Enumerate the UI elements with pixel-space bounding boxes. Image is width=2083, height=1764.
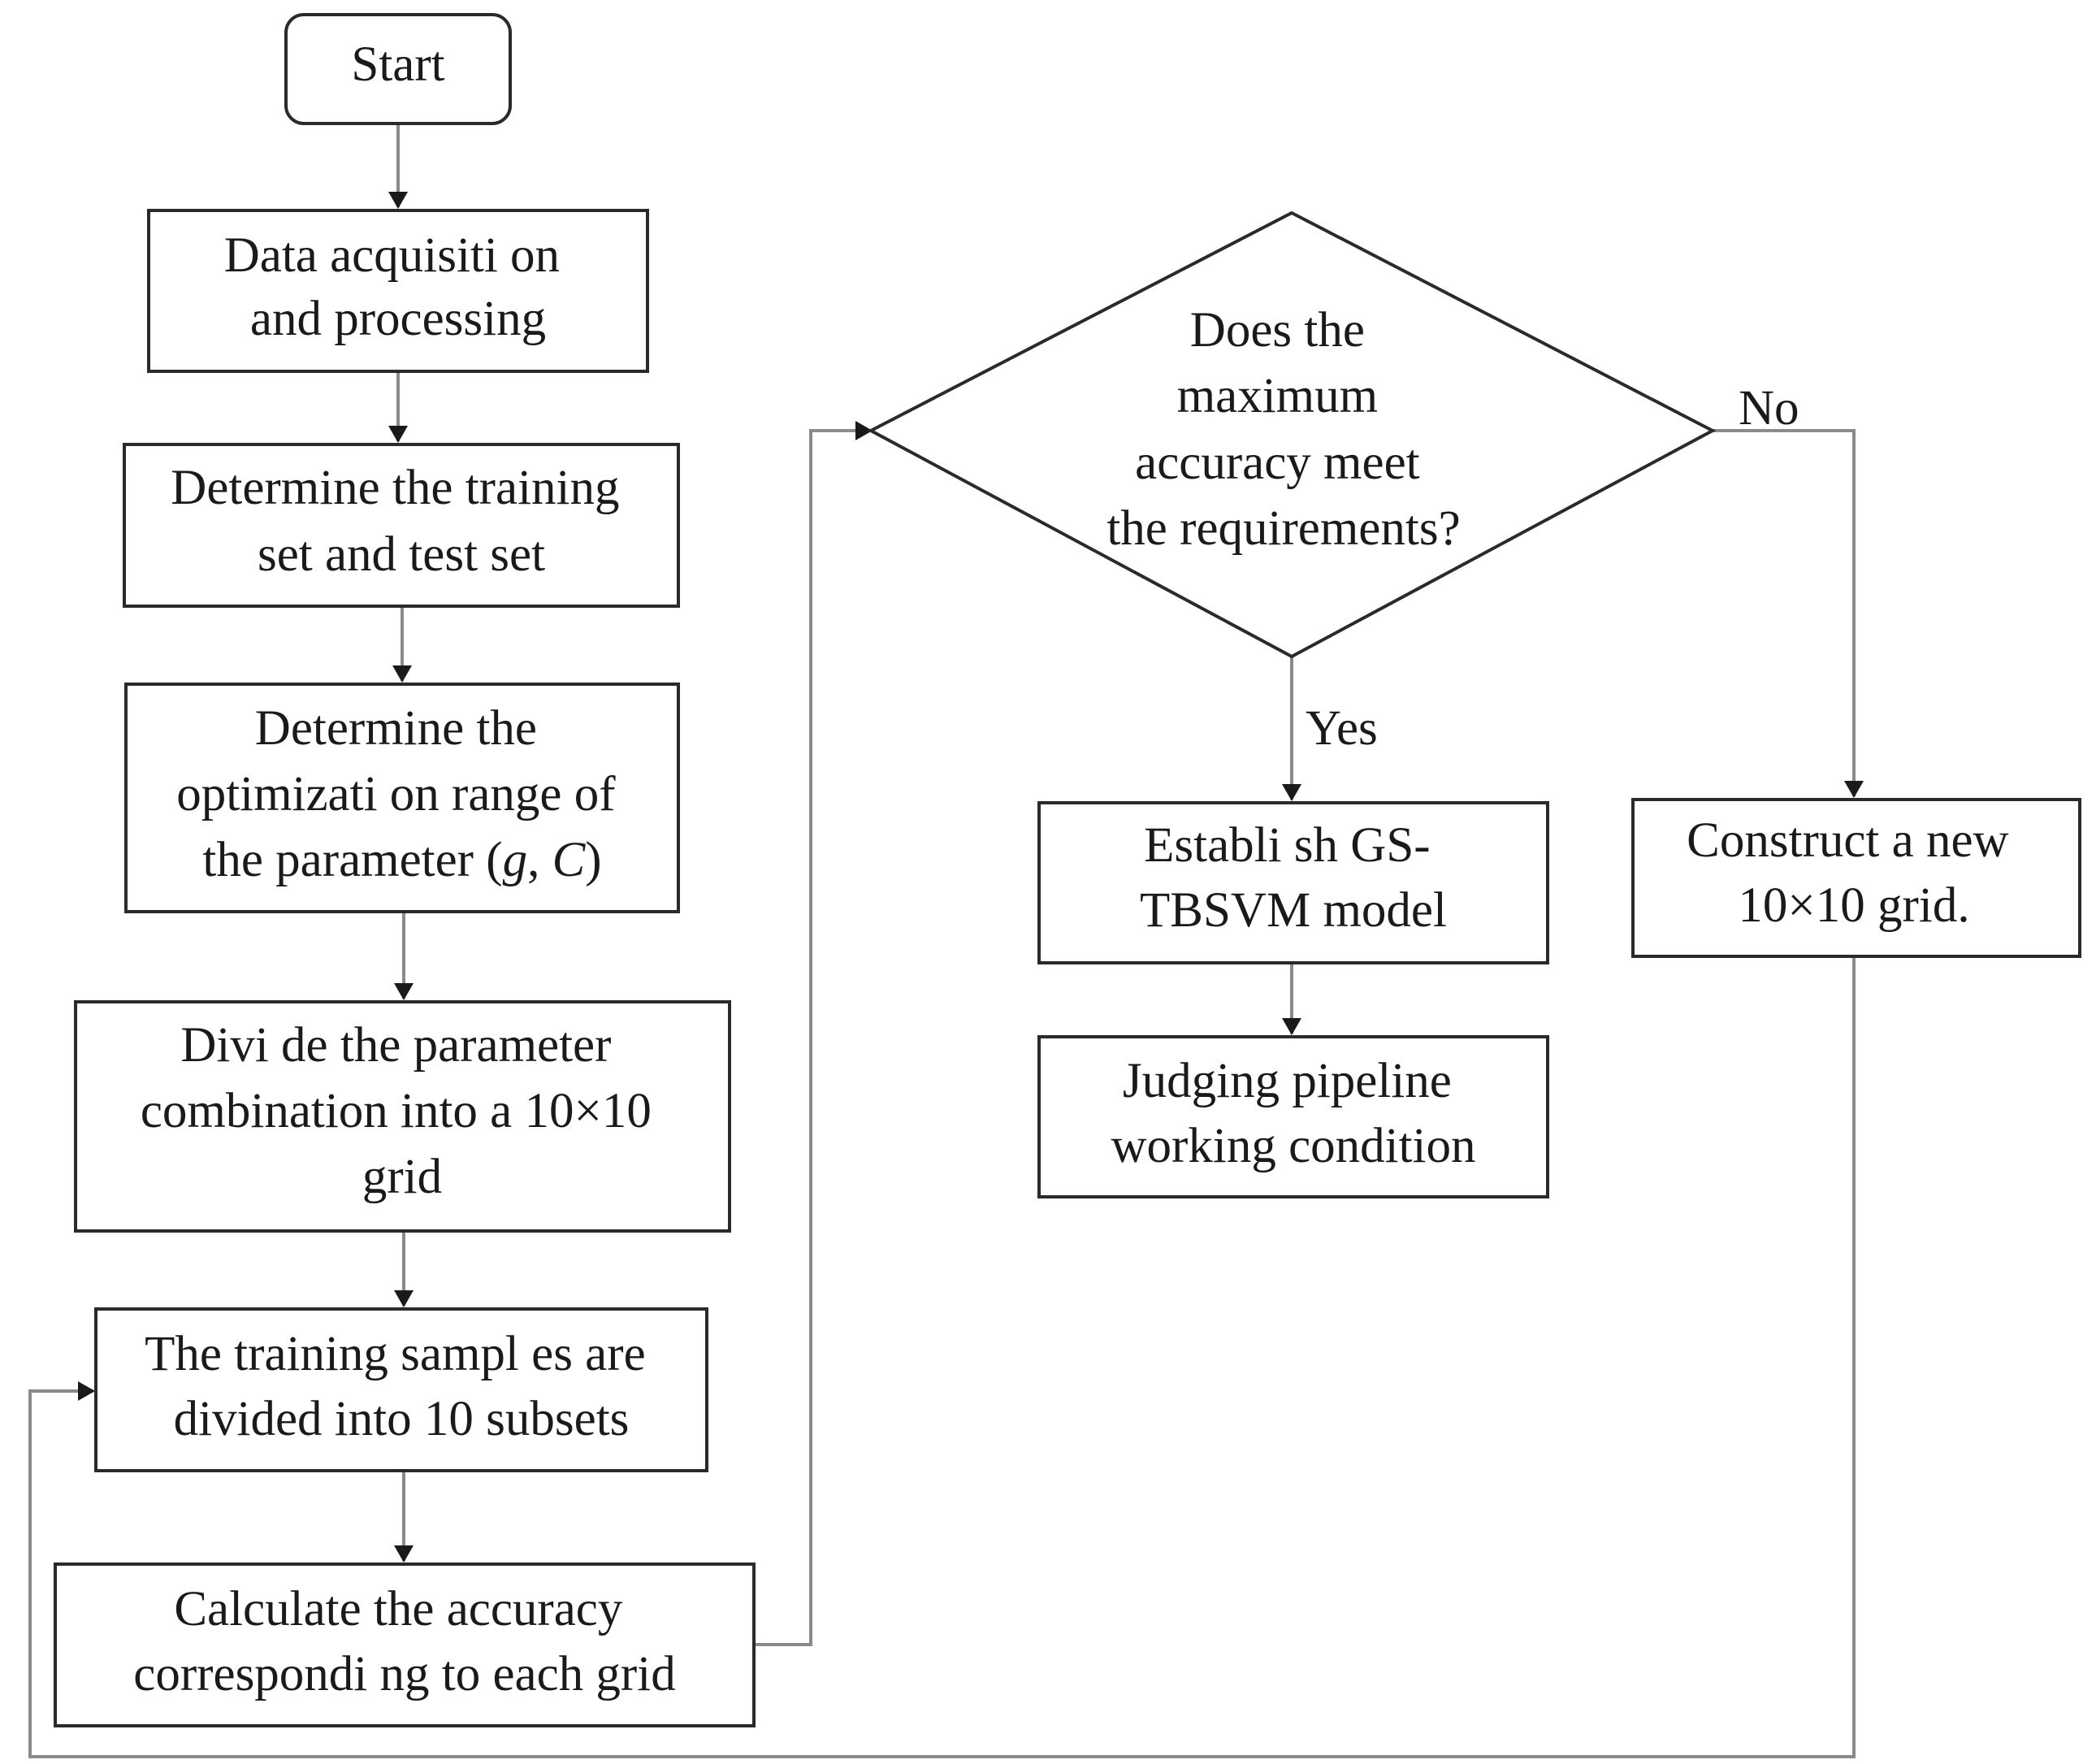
data-acquisition-box [147, 209, 649, 373]
arrowhead [394, 1545, 414, 1562]
no-label: No [1739, 381, 1799, 436]
judging-box [1037, 1035, 1549, 1198]
divide-subsets-line-2: divided into 10 subsets [174, 1392, 630, 1446]
divide-subsets-line-1: The training sampl es are [145, 1327, 646, 1381]
new-grid-box [1631, 798, 2081, 958]
decision-line-3: accuracy meet [1135, 436, 1420, 490]
arrowhead [855, 421, 873, 440]
judging-line-1: Judging pipeline [1123, 1054, 1452, 1108]
calc-accuracy-label: Calculate the accuracy correspondi ng to… [133, 1582, 675, 1701]
node-labels: Start Data acquisiti on and processing D… [133, 37, 2021, 1701]
start-label: Start [351, 37, 444, 92]
arrowhead [1282, 1018, 1301, 1035]
determine-range-line-2: optimizati on range of [176, 767, 616, 821]
divide-grid-box [74, 1000, 731, 1233]
divide-grid-line-2: combination into a 10×10 [141, 1084, 652, 1138]
establish-model-label: Establi sh GS- TBSVM model [1140, 818, 1447, 938]
decision-diamond [867, 210, 1717, 659]
establish-model-box [1037, 801, 1549, 964]
determine-range-box [124, 683, 680, 913]
divide-grid-line-3: grid [362, 1150, 442, 1204]
decision-line-2: maximum [1177, 369, 1378, 423]
calc-accuracy-box [54, 1562, 756, 1727]
new-grid-label: Construct a new 10×10 grid. [1687, 813, 2021, 933]
judging-line-2: working condition [1111, 1119, 1476, 1173]
arrowhead [388, 426, 408, 443]
divide-grid-line-1: Divi de the parameter [180, 1018, 611, 1073]
decision-line-4: the requirements? [1106, 501, 1460, 556]
start-label-line: Start [351, 37, 444, 92]
arrow-calc-to-decision [754, 429, 871, 1646]
determine-range-line-1: Determine the [255, 701, 537, 756]
new-grid-line-1: Construct a new [1687, 813, 2008, 868]
divide-subsets-box [94, 1307, 708, 1472]
arrowhead [392, 665, 412, 683]
arrowhead [78, 1381, 95, 1401]
nodes [54, 13, 2081, 1727]
start-node [284, 13, 512, 125]
divide-grid-label: Divi de the parameter combination into a… [141, 1018, 664, 1204]
new-grid-line-2: 10×10 grid. [1738, 878, 1969, 933]
arrowhead [394, 1290, 414, 1307]
divide-subsets-label: The training sampl es are divided into 1… [145, 1327, 658, 1446]
determine-range-label: Determine the optimizati on range of the… [176, 701, 628, 887]
arrowhead [1844, 781, 1864, 798]
data-acquisition-line-1: Data acquisiti on [224, 228, 560, 283]
establish-model-line-2: TBSVM model [1140, 883, 1447, 938]
yes-label: Yes [1306, 701, 1378, 756]
arrowhead [388, 192, 408, 209]
determine-range-line-3: the parameter (g, C) [202, 833, 601, 887]
data-acquisition-line-2: and processing [250, 292, 546, 346]
judging-label: Judging pipeline working condition [1111, 1054, 1476, 1173]
loop-back-line [28, 956, 1856, 1758]
connectors [28, 124, 1856, 1758]
determine-sets-line-1: Determine the training [171, 461, 619, 515]
determine-sets-label: Determine the training set and test set [171, 461, 631, 582]
arrowhead [1282, 784, 1301, 801]
arrow-decision-no [1713, 429, 1856, 796]
calc-accuracy-line-2: correspondi ng to each grid [133, 1647, 675, 1701]
data-acquisition-label: Data acquisiti on and processing [224, 228, 573, 346]
arrowheads [78, 192, 1864, 1562]
establish-model-line-1: Establi sh GS- [1144, 818, 1430, 873]
determine-sets-box [123, 443, 680, 608]
calc-accuracy-line-1: Calculate the accuracy [174, 1582, 623, 1636]
arrowhead [394, 983, 414, 1000]
decision-label: Does the maximum accuracy meet the requi… [1106, 303, 1460, 556]
decision-line-1: Does the [1190, 303, 1365, 358]
determine-sets-line-2: set and test set [258, 527, 545, 582]
